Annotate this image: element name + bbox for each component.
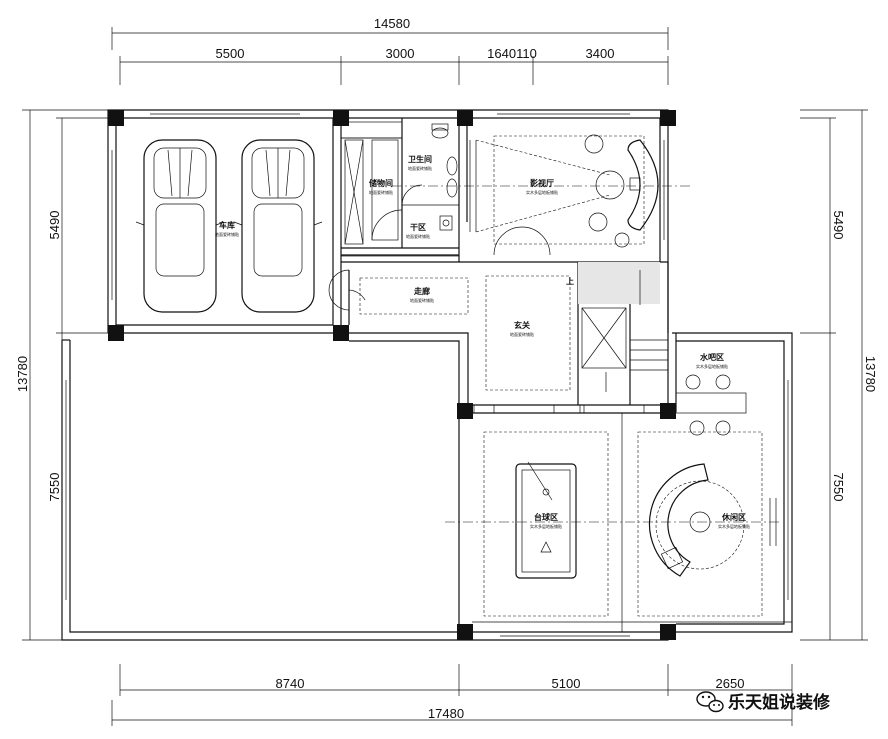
room-toilet-label: 卫生间	[408, 154, 432, 164]
room-corridor-note: 地面瓷砖铺贴	[410, 297, 434, 303]
dim-top-3: 1640110	[487, 46, 537, 61]
dim-right-total: 13780	[863, 356, 878, 392]
room-labels: 车库 地面瓷砖铺贴 储物间 地面瓷砖铺贴 卫生间 地面瓷砖铺贴 干区 地面瓷砖铺…	[215, 154, 750, 529]
watermark-text: 乐天姐说装修	[728, 692, 831, 713]
billiards-table	[483, 431, 609, 617]
toilet-fixtures	[371, 123, 458, 241]
room-storage-label: 储物间	[368, 178, 393, 188]
room-dry-area-note: 地面瓷砖铺贴	[406, 233, 430, 239]
room-storage-note: 地面瓷砖铺贴	[369, 189, 393, 195]
dim-left-upper: 5490	[47, 211, 62, 240]
theater-furniture	[469, 134, 659, 256]
dim-right-lower: 7550	[831, 473, 846, 502]
brick-hatch	[340, 121, 645, 414]
room-bar-note: 实木多层地板铺贴	[696, 363, 728, 369]
dim-bottom-1: 8740	[276, 676, 305, 691]
room-theater-note: 实木多层地板铺贴	[526, 189, 558, 195]
dimension-lines	[22, 27, 868, 726]
dim-top-4: 3400	[586, 46, 615, 61]
bar-furniture	[675, 374, 747, 436]
room-billiards-note: 实木多层地板铺贴	[530, 523, 562, 529]
corridor-foyer	[328, 269, 571, 391]
room-toilet-note: 地面瓷砖铺贴	[408, 165, 432, 171]
lounge-sofa	[637, 431, 777, 617]
room-bar-label: 水吧区	[699, 352, 724, 362]
room-lounge-note: 实木多层地板铺贴	[718, 523, 750, 529]
room-billiards-label: 台球区	[534, 512, 558, 522]
dim-bottom-2: 5100	[552, 676, 581, 691]
columns	[108, 110, 676, 640]
room-dry-area-label: 干区	[410, 223, 426, 232]
room-garage-label: 车库	[219, 220, 235, 230]
wechat-icon	[696, 691, 724, 713]
room-garage-note: 地面瓷砖铺贴	[215, 231, 239, 237]
stair-up-label: 上	[566, 276, 574, 286]
room-corridor-label: 走廊	[413, 286, 430, 296]
car-right	[233, 139, 323, 313]
exterior-walls	[61, 109, 793, 641]
car-left	[135, 139, 225, 313]
watermark: 乐天姐说装修	[696, 691, 831, 713]
dimension-labels: 14580 5500 3000 1640110 3400 8740 5100 2…	[15, 16, 878, 721]
room-theater-label: 影视厅	[530, 178, 554, 188]
center-lines	[392, 185, 780, 523]
dim-right-upper: 5490	[831, 211, 846, 240]
storage-shelves	[344, 139, 399, 245]
room-lounge-label: 休闲区	[721, 512, 746, 522]
dim-top-1: 5500	[216, 46, 245, 61]
dim-bottom-3: 2650	[716, 676, 745, 691]
room-foyer-label: 玄关	[514, 320, 530, 330]
dim-top-total: 14580	[374, 16, 410, 31]
room-foyer-note: 地面瓷砖铺贴	[510, 331, 534, 337]
dim-top-2: 3000	[386, 46, 415, 61]
dim-left-total: 13780	[15, 356, 30, 392]
stair	[578, 262, 668, 392]
dim-left-lower: 7550	[47, 473, 62, 502]
dim-bottom-total: 17480	[428, 706, 464, 721]
